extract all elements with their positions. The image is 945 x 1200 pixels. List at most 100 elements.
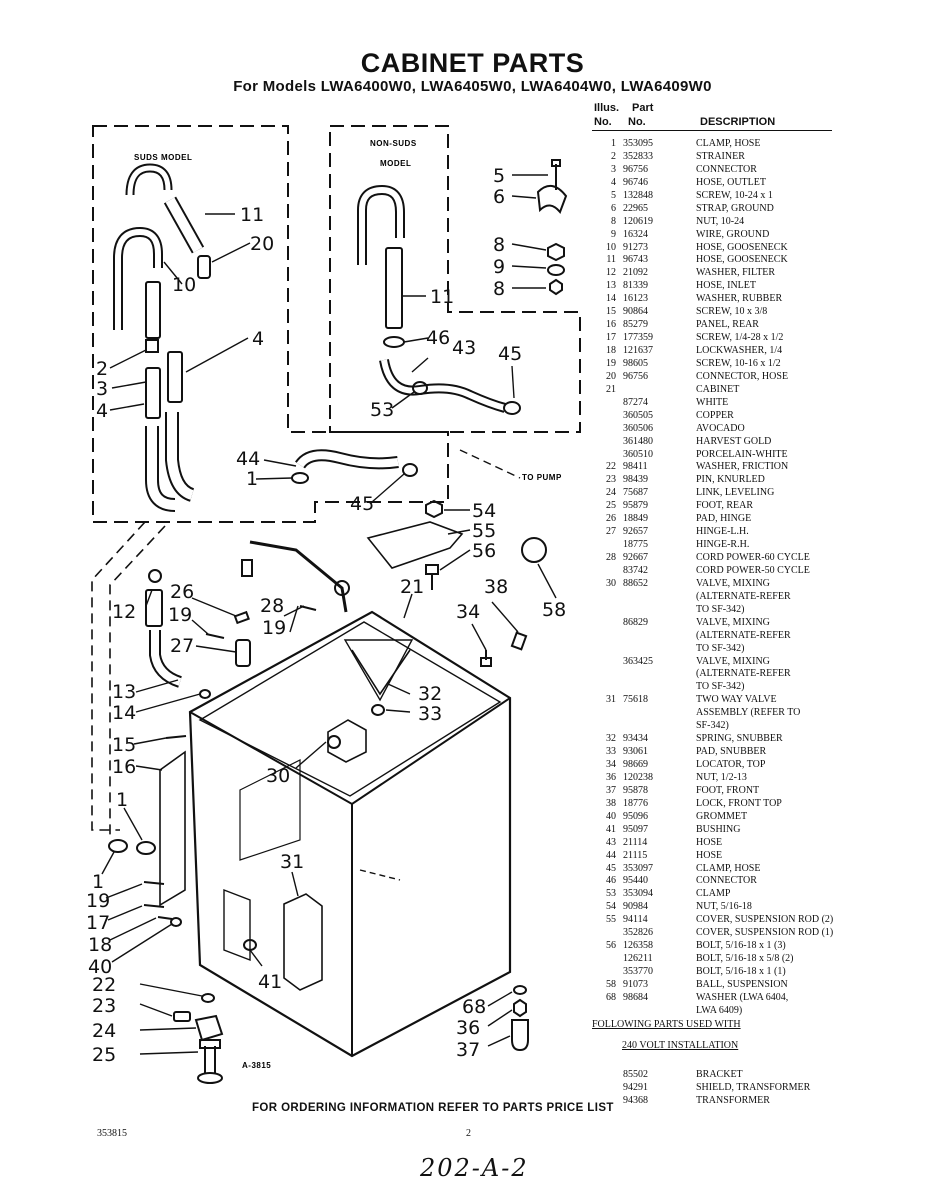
page-number: 2 [466, 1128, 471, 1139]
illus-number: 34 [606, 759, 616, 770]
part-description: (ALTERNATE-REFER [696, 668, 791, 680]
rubber-washer-14 [199, 689, 211, 699]
callout-5: 5 [493, 165, 505, 187]
part-description: CLAMP, HOSE [696, 138, 761, 149]
callout-44: 44 [236, 448, 260, 470]
part-description: CONNECTOR [696, 163, 757, 175]
to-pump-label: TO PUMP [522, 473, 562, 482]
illus-number: 37 [606, 784, 616, 796]
callout-56: 56 [472, 540, 496, 562]
clamp-1-left-a [108, 839, 128, 853]
part-description: TWO WAY VALVE [696, 694, 777, 706]
nut-8-bottom [549, 278, 563, 296]
part-number: 353770 [623, 966, 653, 977]
non-suds-label-2: MODEL [380, 159, 411, 168]
part-description: HOSE, INLET [696, 280, 756, 292]
callout-12: 12 [112, 601, 136, 623]
illus-number: 14 [606, 293, 616, 305]
part-description: VALVE, MIXING [696, 616, 770, 628]
callout-17: 17 [86, 912, 110, 934]
part-number: 95879 [623, 500, 648, 512]
suds-model-box [92, 125, 449, 523]
part-description: CONNECTOR [696, 875, 757, 887]
part-row: (ALTERNATE-REFER [592, 630, 842, 643]
part-row: SF-342) [592, 720, 842, 733]
part-number: 360506 [623, 422, 653, 434]
callout-21: 21 [400, 576, 424, 598]
callout-2: 2 [96, 358, 108, 380]
part-description: COVER, SUSPENSION ROD (2) [696, 914, 834, 926]
part-number: 96746 [623, 176, 648, 188]
part-description: CABINET [696, 383, 740, 395]
part-number: 95878 [623, 784, 648, 796]
part-description: COVER, SUSPENSION ROD (1) [696, 927, 834, 939]
dashed-lead-left [91, 521, 146, 831]
callout-19: 19 [168, 604, 192, 626]
illus-number: 19 [606, 357, 616, 369]
non-suds-label-1: NON-SUDS [370, 139, 417, 148]
wire-9 [547, 264, 565, 276]
callout-33: 33 [418, 703, 442, 725]
part-number: 121637 [623, 345, 653, 356]
part-number: 95096 [623, 810, 648, 822]
header-description: DESCRIPTION [700, 116, 776, 128]
screw-17 [143, 904, 165, 908]
part-description: SPRING, SNUBBER [696, 733, 783, 745]
illus-number: 58 [606, 978, 616, 990]
callout-53: 53 [370, 399, 394, 421]
illus-number: 46 [606, 875, 616, 887]
illus-number: 45 [606, 862, 616, 874]
nut-54 [425, 499, 443, 519]
illus-number: 55 [606, 914, 616, 926]
part-description: FOOT, FRONT [696, 784, 760, 796]
part-description: PANEL, REAR [696, 319, 759, 331]
part-number: 16123 [623, 293, 648, 305]
following-parts-subheading: 240 VOLT INSTALLATION [622, 1039, 739, 1051]
callout-31: 31 [280, 851, 304, 873]
suspension-rod-cover-55 [366, 521, 464, 569]
part-number: 94291 [623, 1081, 648, 1093]
outlet-hose-4 [145, 367, 161, 419]
part-description: HOSE, GOOSENECK [696, 254, 788, 266]
part-description: HOSE [696, 849, 723, 861]
part-description: HOSE, OUTLET [696, 176, 766, 188]
part-description: BRACKET [696, 1068, 743, 1080]
model-list: For Models LWA6400W0, LWA6405W0, LWA6404… [233, 78, 712, 95]
part-description: HARVEST GOLD [696, 435, 772, 447]
part-number: 95097 [623, 823, 648, 835]
part-number: 86829 [623, 616, 648, 628]
part-description: BOLT, 5/16-18 x 5/8 (2) [696, 953, 794, 965]
part-description: COPPER [696, 409, 734, 421]
screw-19-c [143, 881, 165, 885]
illus-number: 33 [606, 746, 616, 758]
callout-19: 19 [262, 617, 286, 639]
illus-number: 31 [606, 694, 616, 706]
part-number: 352833 [623, 150, 653, 162]
clamp-45-top [503, 401, 521, 415]
parts-list-header: Illus. Part No. No. DESCRIPTION [592, 102, 842, 131]
part-number: 85279 [623, 319, 648, 331]
part-number: 353097 [623, 862, 653, 874]
gooseneck-hose-nonsuds [357, 184, 405, 265]
illus-number: 12 [606, 267, 616, 279]
part-number: 83742 [623, 564, 648, 576]
callout-41: 41 [258, 971, 282, 993]
part-number: 96756 [623, 163, 648, 175]
part-description: LINK, LEVELING [696, 487, 775, 499]
